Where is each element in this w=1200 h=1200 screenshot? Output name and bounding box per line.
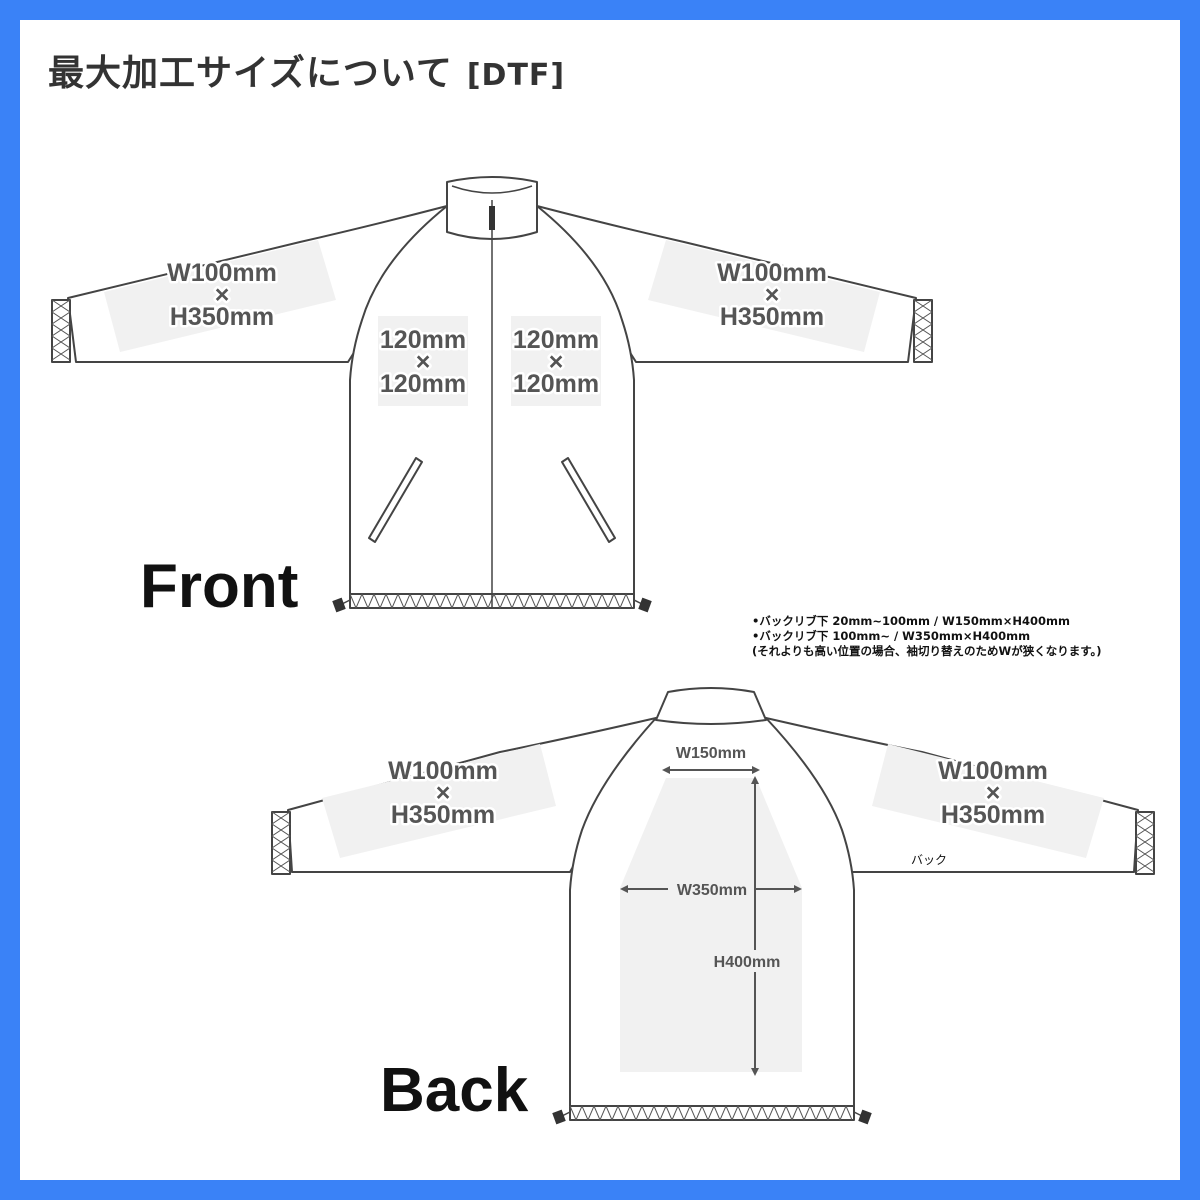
front-right-cuff [913,299,933,363]
back-left-sleeve-sep: × [436,779,451,807]
front-left-sleeve-height: H350mm [170,303,274,331]
back-left-cuff-rib [271,811,291,873]
front-right-sleeve-sep: × [765,281,780,309]
dimension-top-width: W150mm [662,745,760,774]
title-text: 最大加工サイズについて [48,53,453,94]
back-right-sleeve-width: W100mm [938,757,1048,785]
front-left-pocket [368,457,423,543]
front-collar-fold [451,185,533,194]
front-left-toggle-icon [332,597,351,613]
back-left-sleeve-area: W100mm × H350mm [322,744,556,858]
back-side-label: バック [911,853,947,867]
front-hem-rib [349,592,633,610]
front-right-chest-sep: × [549,348,564,376]
front-right-chest-width: 120mm [513,326,599,354]
front-left-sleeve-area: W100mm × H350mm [104,240,336,352]
dim-top-width-label: W150mm [676,745,746,762]
back-left-sleeve-height: H350mm [391,801,495,829]
back-left-cuff [271,811,291,875]
front-right-chest-height: 120mm [513,370,599,398]
dimension-lower-width: W350mm [620,879,802,899]
front-right-cuff-rib [913,299,933,361]
back-right-cuff [1135,811,1155,875]
dimension-height: H400mm [704,776,784,1076]
page-title: 最大加工サイズについて [DTF] [48,44,565,96]
back-right-cuff-rib [1135,811,1155,873]
zipper-pull-icon [489,206,495,230]
back-right-sleeve-height: H350mm [941,801,1045,829]
front-left-chest-width: 120mm [380,326,466,354]
front-right-sleeve-area: W100mm × H350mm [648,240,880,352]
note-line-3: (それよりも高い位置の場合、袖切り替えのためWが狭くなります。) [752,644,1102,658]
dim-lower-width-label: W350mm [677,882,747,899]
front-left-chest-height: 120mm [380,370,466,398]
back-print-notes: •バックリブ下 20mm~100mm / W150mm×H400mm •バックリ… [752,614,1102,659]
note-line-2: •バックリブ下 100mm~ / W350mm×H400mm [752,629,1031,643]
front-jacket [51,176,933,613]
back-view-label: Back [380,1056,529,1125]
front-left-sleeve-sep: × [215,281,230,309]
front-left-chest-area: 120mm × 120mm [377,316,469,406]
front-left-cuff [51,299,71,363]
front-left-chest-sep: × [416,348,431,376]
front-right-sleeve-width: W100mm [717,259,827,287]
dim-height-label: H400mm [714,954,781,971]
front-right-sleeve-height: H350mm [720,303,824,331]
front-right-toggle-icon [633,597,652,613]
front-right-pocket [561,457,616,543]
title-tag: [DTF] [466,58,566,93]
back-right-sleeve-area: W100mm × H350mm [872,744,1104,858]
front-right-chest-area: 120mm × 120mm [510,316,602,406]
back-right-toggle-icon [853,1109,872,1125]
front-left-cuff-rib [51,299,71,361]
back-collar [655,687,767,725]
back-left-toggle-icon [552,1109,571,1125]
note-line-1: •バックリブ下 20mm~100mm / W150mm×H400mm [752,614,1071,628]
back-right-sleeve-sep: × [986,779,1001,807]
front-left-sleeve-width: W100mm [167,259,277,287]
front-view-label: Front [140,552,298,621]
back-left-sleeve-width: W100mm [388,757,498,785]
back-hem-rib [569,1104,853,1122]
back-print-area [620,778,802,1072]
